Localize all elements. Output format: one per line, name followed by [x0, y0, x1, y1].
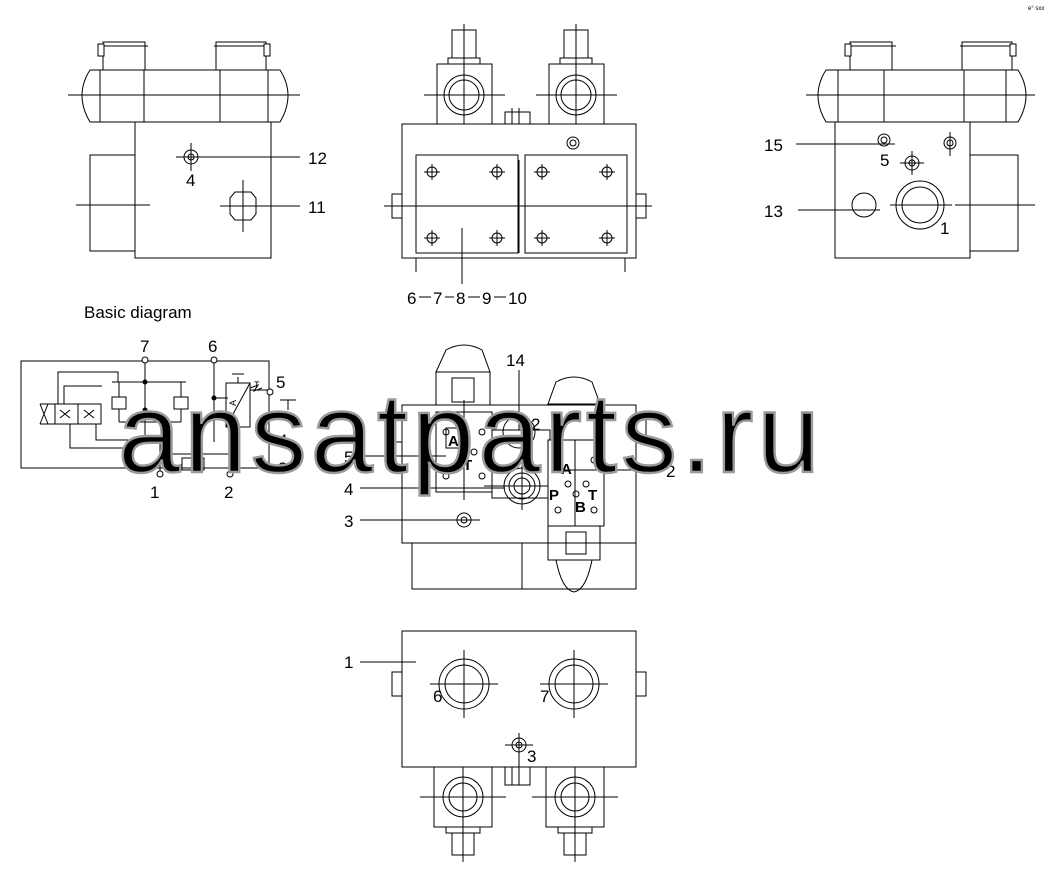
label-12: 12: [308, 149, 327, 168]
basic-diagram-heading: Basic diagram: [84, 303, 192, 322]
label-8: 8: [456, 289, 465, 308]
left-valve-port-T: T: [463, 457, 472, 474]
solenoid-body-right: [817, 69, 1027, 123]
right-valve-port-P: P: [549, 487, 559, 504]
bottom-label-6: 6: [433, 687, 442, 706]
label-6: 6: [407, 289, 416, 308]
right-valve-port-A: A: [561, 461, 572, 478]
schematic-label-4: 4: [278, 431, 287, 450]
label-1: 1: [940, 219, 949, 238]
schematic-label-3: 3: [278, 459, 287, 478]
label-11: 11: [308, 198, 326, 217]
right-valve-port-T: T: [588, 487, 597, 504]
schematic-label-2: 2: [224, 483, 233, 502]
labels-top-left: 12 4 11: [186, 149, 327, 217]
corner-mark: e° sxx: [1028, 6, 1044, 12]
port-node-1: [156, 470, 164, 478]
valve-block-left: [89, 154, 141, 252]
view-top-left: [68, 41, 300, 259]
relief-port-A: A: [228, 400, 238, 406]
labels-top-right: 15 5 13 1: [764, 136, 949, 238]
bottom-label-7: 7: [540, 687, 549, 706]
front-label-3: 3: [344, 512, 353, 531]
labels-center-front: 14 2 5 4 3 2 A T A P B T: [344, 351, 675, 531]
label-9: 9: [482, 289, 491, 308]
labels-bottom: 1 6 7 3: [344, 653, 549, 766]
cover-plate-right: [524, 154, 628, 254]
right-valve-port-B: B: [575, 499, 586, 516]
port-node-7: [141, 356, 149, 364]
front-label-4: 4: [344, 480, 353, 499]
solenoid-cap-right: [547, 376, 601, 405]
port-13: [851, 192, 877, 218]
port-node-2: [226, 470, 234, 478]
label-4: 4: [186, 171, 195, 190]
port-node-6: [210, 356, 218, 364]
schematic-label-5: 5: [276, 373, 285, 392]
schematic-label-1: 1: [150, 483, 159, 502]
connector-right: [215, 41, 267, 71]
cover-plate-left: [415, 154, 519, 254]
front-label-2a: 2: [531, 415, 540, 434]
plug-11: [229, 191, 257, 221]
bottom-label-3: 3: [527, 747, 536, 766]
view-bottom: [360, 630, 647, 862]
view-top-center: [384, 24, 652, 284]
view-top-right: [796, 41, 1035, 259]
front-label-2b: 2: [666, 462, 675, 481]
front-label-5: 5: [344, 448, 353, 467]
left-valve-port-A: A: [448, 433, 459, 450]
solenoid-cap-left: [435, 344, 491, 373]
label-7: 7: [433, 289, 442, 308]
schematic-labels: Basic diagram 7 6 5 4 3 1 2 A T: [84, 303, 287, 502]
bottom-label-1: 1: [344, 653, 353, 672]
labels-top-center: 6 7 8 9 10: [407, 289, 527, 308]
view-center-front: [360, 344, 665, 593]
schematic-label-7: 7: [140, 337, 149, 356]
solenoid-body: [81, 69, 289, 123]
schematic: [20, 356, 296, 478]
label-13: 13: [764, 202, 783, 221]
label-10: 10: [508, 289, 527, 308]
label-15: 15: [764, 136, 783, 155]
manifold-block-left: [134, 121, 272, 259]
front-label-14: 14: [506, 351, 525, 370]
relief-port-T: T: [254, 380, 260, 390]
label-5: 5: [880, 151, 889, 170]
port-node-5: [266, 388, 274, 396]
schematic-label-6: 6: [208, 337, 217, 356]
watermark: ansatparts.ru: [118, 371, 824, 496]
